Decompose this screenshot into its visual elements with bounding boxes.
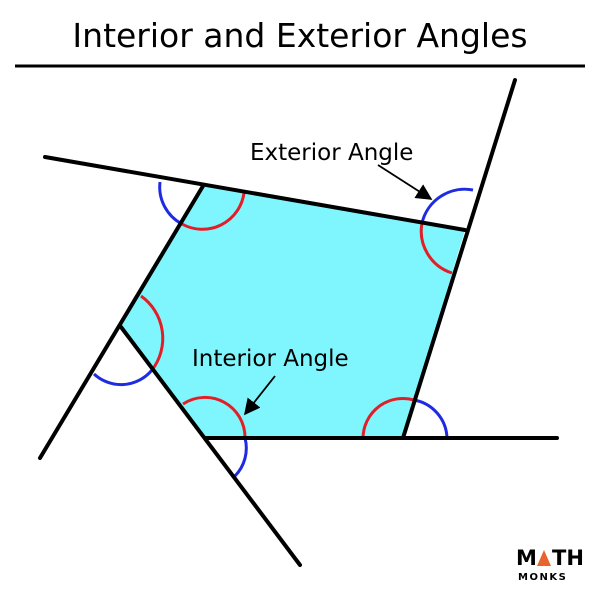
logo-triangle-icon (537, 550, 551, 566)
exterior-angle-label: Exterior Angle (250, 140, 413, 166)
lower-left-side-line (119, 325, 302, 567)
exterior-arc-bottom-left (233, 437, 248, 478)
interior-angle-label: Interior Angle (192, 346, 349, 372)
exterior-arc-bottom-right (413, 398, 449, 439)
exterior-arc-top-right (420, 187, 474, 224)
top-side-line (43, 155, 467, 232)
interior-angle-arrow (243, 375, 276, 416)
exterior-arc-top-left (158, 181, 183, 226)
exterior-angle-arrow (377, 164, 433, 200)
interior-arc-left (140, 294, 165, 371)
upper-left-side-line (38, 184, 205, 460)
logo-letter-m: M (516, 546, 537, 570)
pentagon-fill (121, 186, 465, 438)
exterior-angle-arcs (92, 181, 474, 478)
exterior-arc-left (92, 369, 154, 387)
mathmonks-logo: M TH MONKS (516, 546, 584, 583)
logo-subtitle: MONKS (518, 572, 567, 583)
interior-arc-bottom-left (182, 395, 247, 439)
logo-letters-th: TH (552, 546, 584, 570)
polygon-lines (38, 78, 559, 567)
right-side-line (401, 78, 517, 440)
interior-arc-bottom-right (361, 396, 415, 439)
interior-arc-top-right (419, 222, 453, 275)
interior-angle-arcs (140, 192, 453, 439)
page-title: Interior and Exterior Angles (72, 16, 527, 55)
interior-arc-top-left (181, 192, 246, 231)
